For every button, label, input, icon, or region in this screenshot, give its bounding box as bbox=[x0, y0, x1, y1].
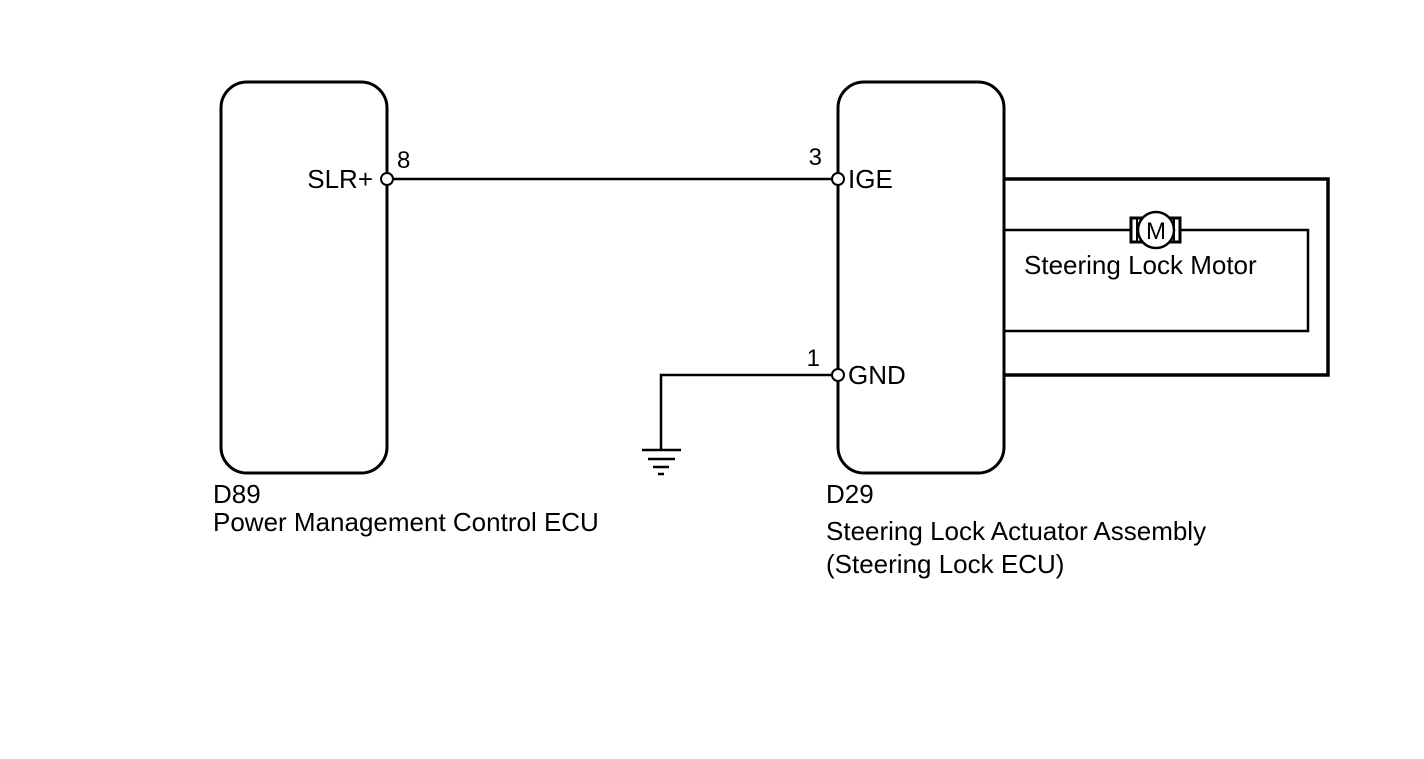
pin-name-ige: IGE bbox=[848, 164, 893, 194]
motor-housing-frame bbox=[1004, 177, 1330, 377]
pin-number-1: 1 bbox=[807, 345, 820, 372]
motor-symbol-letter: M bbox=[1146, 218, 1166, 245]
gnd-wire bbox=[659, 373, 838, 449]
pin-name-slr: SLR+ bbox=[307, 164, 373, 194]
pin-name-gnd: GND bbox=[848, 360, 906, 390]
ground-icon bbox=[642, 448, 681, 476]
steering-lock-ecu-name: (Steering Lock ECU) bbox=[826, 549, 1064, 579]
terminal-slr bbox=[380, 172, 394, 186]
pin-number-3: 3 bbox=[809, 144, 822, 171]
terminal-ige bbox=[831, 172, 845, 186]
motor-wire-right bbox=[1004, 228, 1310, 333]
steering-lock-actuator-name: Steering Lock Actuator Assembly bbox=[826, 516, 1206, 546]
motor-label: Steering Lock Motor bbox=[1024, 250, 1257, 280]
connector-d29: D29 bbox=[826, 479, 874, 509]
power-management-ecu-box bbox=[219, 80, 389, 475]
terminal-gnd bbox=[831, 368, 845, 382]
connector-d89: D89 bbox=[213, 479, 261, 509]
motor-icon: M bbox=[1129, 210, 1182, 250]
pin-number-8: 8 bbox=[397, 147, 410, 174]
steering-lock-ecu-box bbox=[836, 80, 1006, 475]
power-management-ecu-name: Power Management Control ECU bbox=[213, 507, 599, 537]
